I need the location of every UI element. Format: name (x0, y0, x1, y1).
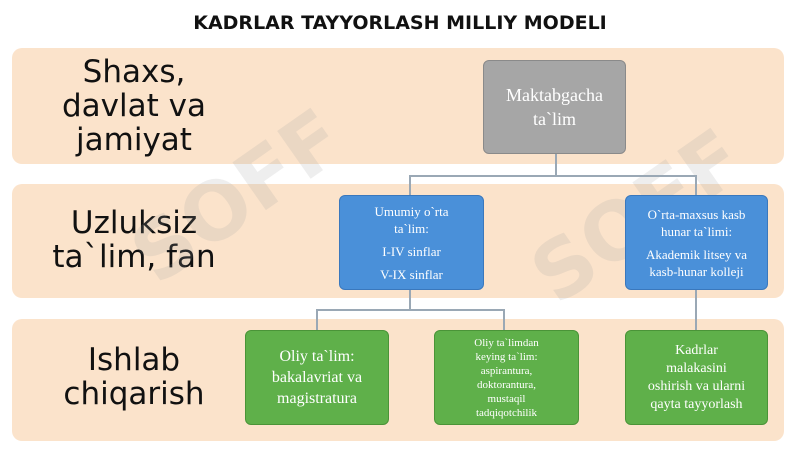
band-label-line: Ishlab (87, 342, 181, 378)
band-label-society: Shaxs, davlat va jamiyat (24, 55, 244, 157)
box-line: mustaqil (487, 392, 526, 405)
connector-line (555, 154, 557, 176)
box-line: aspirantura, (480, 364, 533, 377)
box-line: Oliy ta`limdan (474, 336, 539, 349)
box-higher-education: Oliy ta`lim: bakalavriat va magistratura (245, 330, 389, 425)
band-society: Shaxs, davlat va jamiyat (12, 48, 784, 164)
box-line: Oliy ta`lim: (279, 348, 355, 365)
band-label-line: Uzluksiz (70, 205, 198, 241)
band-label-line: davlat va (62, 88, 206, 124)
connector-line (409, 175, 696, 177)
band-label-education: Uzluksiz ta`lim, fan (24, 206, 244, 274)
box-line: keying ta`lim: (475, 350, 538, 363)
box-preschool-education: Maktabgacha ta`lim (483, 60, 626, 154)
box-line: bakalavriat va (271, 369, 363, 386)
connector-line (695, 175, 697, 196)
box-line: ta`lim: (394, 220, 429, 236)
connector-line (409, 290, 411, 310)
band-label-line: chiqarish (63, 376, 205, 412)
box-line: O`rta-maxsus kasb (647, 206, 746, 222)
box-line: hunar ta`limi: (660, 223, 733, 239)
box-line: I-IV sinflar (382, 243, 441, 259)
box-line: V-IX sinflar (380, 266, 443, 282)
band-label-line: jamiyat (76, 122, 192, 158)
box-line: kasb-hunar kolleji (649, 263, 744, 279)
box-general-secondary-education: Umumiy o`rta ta`lim: I-IV sinflar V-IX s… (339, 195, 484, 290)
band-label-line: ta`lim, fan (52, 239, 216, 275)
box-line: Akademik litsey va (645, 246, 748, 262)
box-line: malakasini (666, 360, 727, 376)
connector-line (316, 309, 504, 311)
diagram-title: KADRLAR TAYYORLASH MILLIY MODELI (193, 12, 607, 34)
box-postgraduate-education: Oliy ta`limdan keying ta`lim: aspirantur… (434, 330, 579, 425)
box-line: doktorantura, (477, 378, 536, 391)
box-line: qayta tayyorlash (650, 396, 743, 412)
box-line: Umumiy o`rta (374, 203, 449, 219)
box-secondary-special-education: O`rta-maxsus kasb hunar ta`limi: Akademi… (625, 195, 768, 290)
connector-line (316, 309, 318, 331)
box-line: tadqiqotchilik (475, 406, 538, 419)
band-label-line: Shaxs, (82, 54, 186, 90)
box-line: Maktabgacha (506, 85, 603, 105)
connector-line (503, 309, 505, 331)
box-line: ta`lim (533, 109, 576, 129)
box-line: Kadrlar (675, 342, 718, 358)
box-retraining: Kadrlar malakasini oshirish va ularni qa… (625, 330, 768, 425)
band-label-production: Ishlab chiqarish (24, 343, 244, 411)
connector-line (409, 175, 411, 196)
box-line: oshirish va ularni (647, 378, 746, 394)
box-line: magistratura (277, 390, 357, 407)
connector-line (695, 290, 697, 331)
